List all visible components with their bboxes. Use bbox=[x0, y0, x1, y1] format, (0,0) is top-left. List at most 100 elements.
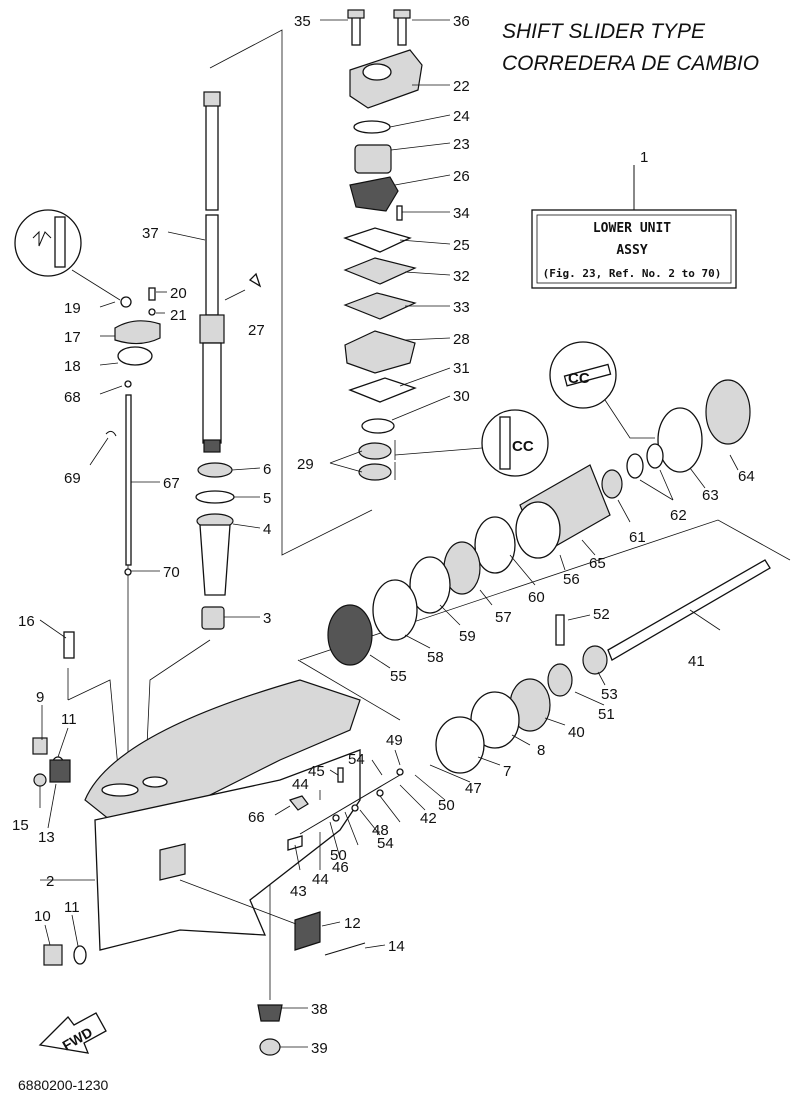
callout-18: 18 bbox=[64, 358, 81, 375]
pinion-group bbox=[257, 1004, 283, 1056]
callout-51: 51 bbox=[598, 706, 615, 723]
callout-61: 61 bbox=[629, 529, 646, 546]
callout-35: 35 bbox=[294, 13, 311, 30]
callout-53: 53 bbox=[601, 686, 618, 703]
callout-58: 58 bbox=[427, 649, 444, 666]
water-pump bbox=[343, 9, 423, 481]
callout-9: 9 bbox=[36, 689, 44, 706]
callout-56: 56 bbox=[563, 571, 580, 588]
callout-55: 55 bbox=[390, 668, 407, 685]
callout-3: 3 bbox=[263, 610, 271, 627]
callout-28: 28 bbox=[453, 331, 470, 348]
callout-20: 20 bbox=[170, 285, 187, 302]
callout-66: 66 bbox=[248, 809, 265, 826]
callout-11: 11 bbox=[61, 711, 77, 728]
callout-13: 13 bbox=[38, 829, 55, 846]
callout-2: 2 bbox=[46, 873, 54, 890]
assembly-line-1: LOWER UNIT bbox=[593, 221, 671, 236]
rod-housing bbox=[114, 287, 161, 366]
callout-69: 69 bbox=[64, 470, 81, 487]
title-line-1: SHIFT SLIDER TYPE bbox=[502, 20, 706, 43]
callout-34: 34 bbox=[453, 205, 470, 222]
callout-4: 4 bbox=[263, 521, 271, 538]
callout-32: 32 bbox=[453, 268, 470, 285]
propeller-shaft-group bbox=[435, 559, 771, 774]
callout-36: 36 bbox=[453, 13, 470, 30]
callout-45: 45 bbox=[308, 763, 325, 780]
callout-50: 50 bbox=[438, 797, 455, 814]
callout-16: 16 bbox=[18, 613, 35, 630]
callout-23: 23 bbox=[453, 136, 470, 153]
assembly-line-3: (Fig. 23, Ref. No. 2 to 70) bbox=[543, 267, 722, 280]
callout-6: 6 bbox=[263, 461, 271, 478]
sealant-icon bbox=[14, 209, 121, 301]
callout-10: 10 bbox=[34, 908, 51, 925]
callout-24: 24 bbox=[453, 108, 470, 125]
callout-46: 46 bbox=[332, 859, 349, 876]
callout-67: 67 bbox=[163, 475, 180, 492]
bearing-stack bbox=[195, 462, 235, 630]
callout-21: 21 bbox=[170, 307, 187, 324]
shift-rod bbox=[105, 380, 132, 576]
woodruff-key bbox=[248, 272, 262, 288]
callout-65: 65 bbox=[589, 555, 606, 572]
callout-12: 12 bbox=[344, 915, 361, 932]
callout-47: 47 bbox=[465, 780, 482, 797]
leader-lines bbox=[39, 19, 739, 1048]
callout-11: 11 bbox=[64, 899, 80, 916]
callout-50: 50 bbox=[330, 847, 347, 864]
assembly-box: 1 LOWER UNIT ASSY (Fig. 23, Ref. No. 2 t… bbox=[531, 149, 737, 289]
callout-70: 70 bbox=[163, 564, 180, 581]
callout-62: 62 bbox=[670, 507, 687, 524]
callout-42: 42 bbox=[420, 810, 437, 827]
callout-17: 17 bbox=[64, 329, 81, 346]
small-parts bbox=[32, 631, 366, 966]
grease-icon: CC bbox=[394, 409, 549, 477]
callout-54: 54 bbox=[348, 751, 365, 768]
grease-icon: CC bbox=[549, 341, 655, 439]
callout-5: 5 bbox=[263, 490, 271, 507]
callout-60: 60 bbox=[528, 589, 545, 606]
callout-19: 19 bbox=[64, 300, 81, 317]
drive-shaft bbox=[199, 91, 225, 453]
title-line-2: CORREDERA DE CAMBIO bbox=[502, 52, 759, 75]
callout-43: 43 bbox=[290, 883, 307, 900]
callout-44: 44 bbox=[292, 776, 309, 793]
callout-68: 68 bbox=[64, 389, 81, 406]
fwd-arrow-icon: FWD bbox=[38, 1012, 107, 1054]
callout-41: 41 bbox=[688, 653, 705, 670]
callout-38: 38 bbox=[311, 1001, 328, 1018]
callout-27: 27 bbox=[248, 322, 265, 339]
callout-63: 63 bbox=[702, 487, 719, 504]
callout-22: 22 bbox=[453, 78, 470, 95]
callout-39: 39 bbox=[311, 1040, 328, 1057]
callout-49: 49 bbox=[386, 732, 403, 749]
callout-25: 25 bbox=[453, 237, 470, 254]
callout-33: 33 bbox=[453, 299, 470, 316]
callout-40: 40 bbox=[568, 724, 585, 741]
callout-30: 30 bbox=[453, 388, 470, 405]
lower-case bbox=[84, 679, 361, 951]
diagram-code: 6880200-1230 bbox=[18, 1077, 109, 1093]
callout-7: 7 bbox=[503, 763, 511, 780]
svg-text:CC: CC bbox=[568, 370, 590, 387]
callout-14: 14 bbox=[388, 938, 405, 955]
callout-57: 57 bbox=[495, 609, 512, 626]
callout-31: 31 bbox=[453, 360, 470, 377]
callout-1: 1 bbox=[640, 149, 648, 166]
callout-59: 59 bbox=[459, 628, 476, 645]
callout-48: 48 bbox=[372, 822, 389, 839]
callout-8: 8 bbox=[537, 742, 545, 759]
bearing-housing-group bbox=[327, 379, 751, 666]
callout-29: 29 bbox=[297, 456, 314, 473]
callout-15: 15 bbox=[12, 817, 29, 834]
callout-37: 37 bbox=[142, 225, 159, 242]
callout-26: 26 bbox=[453, 168, 470, 185]
svg-text:CC: CC bbox=[512, 438, 534, 455]
assembly-line-2: ASSY bbox=[616, 243, 647, 258]
shift-cluster bbox=[287, 767, 404, 851]
callout-64: 64 bbox=[738, 468, 755, 485]
callout-52: 52 bbox=[593, 606, 610, 623]
callout-44: 44 bbox=[312, 871, 329, 888]
